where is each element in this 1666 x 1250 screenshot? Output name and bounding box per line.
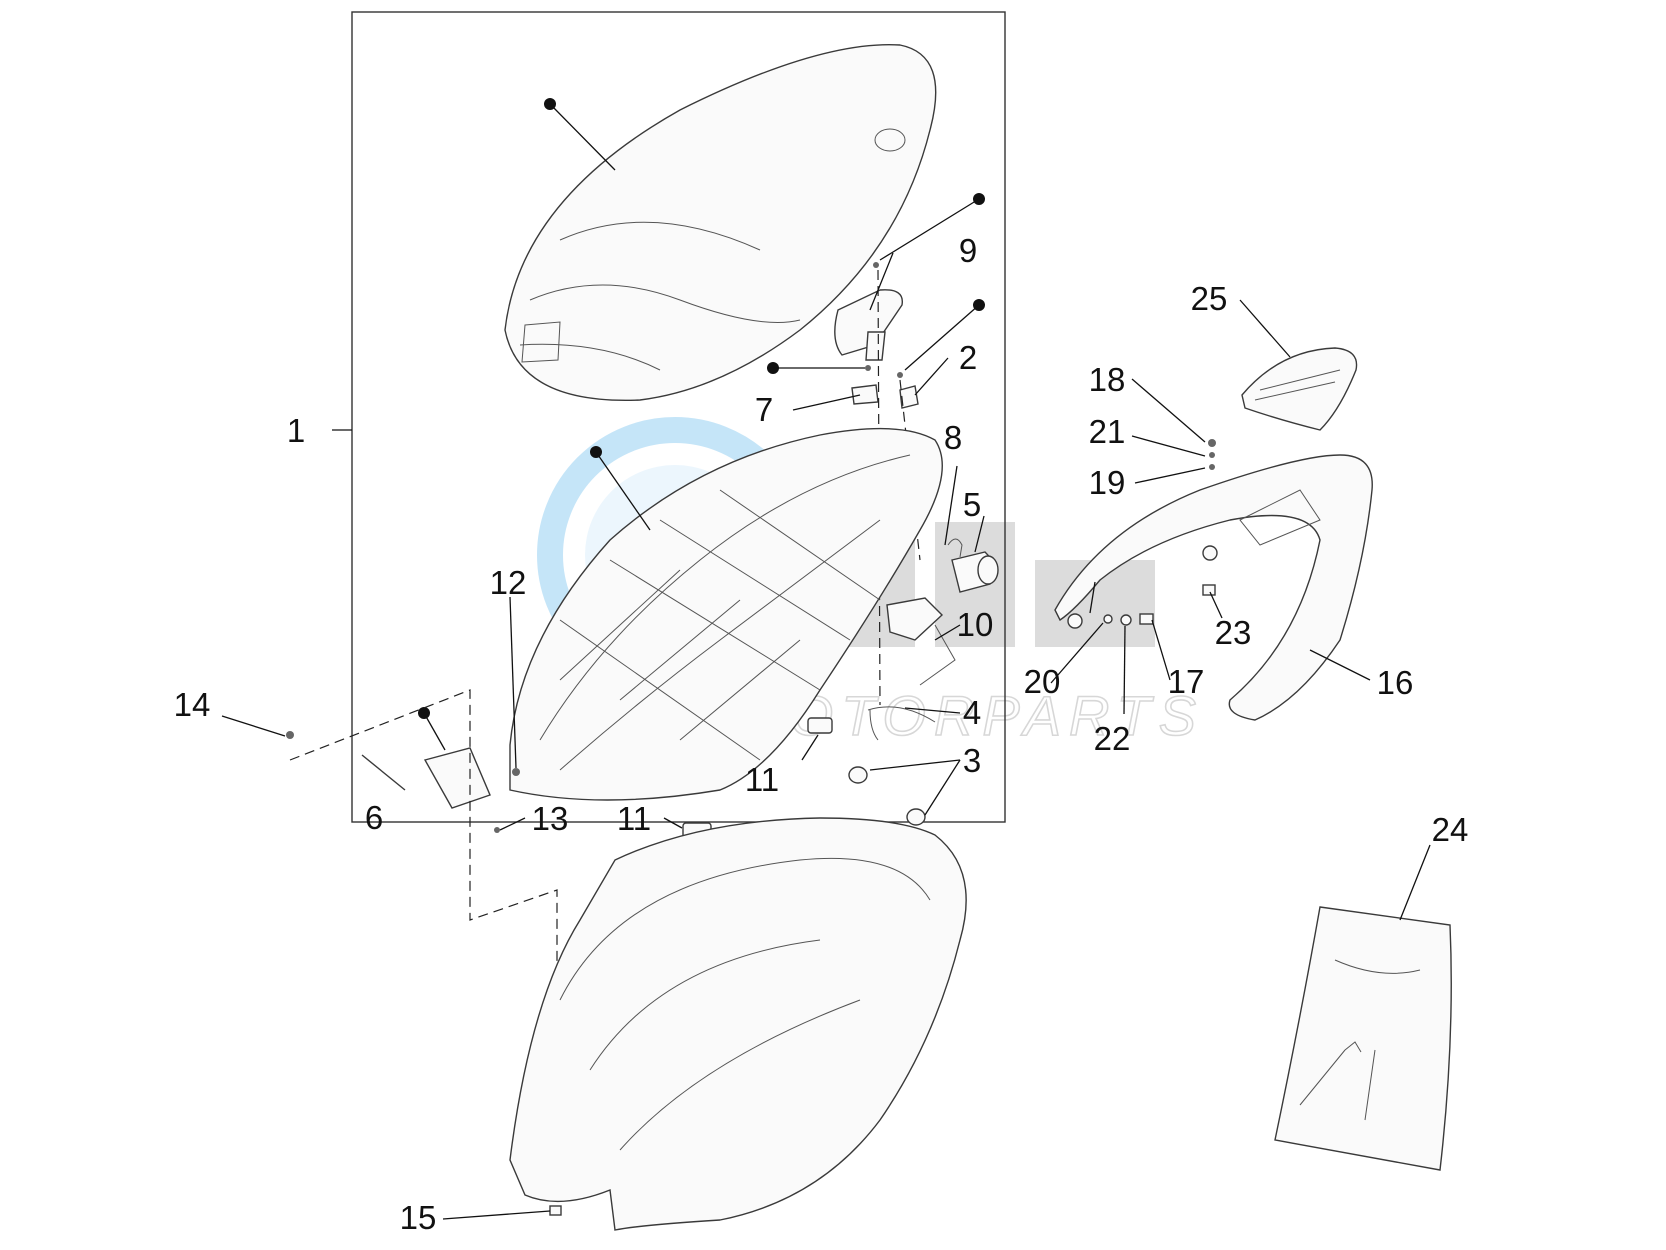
- callout-7: 7: [755, 391, 773, 428]
- seat-hinge-cover: [834, 289, 904, 361]
- seat-hinge-bracket: [851, 384, 919, 409]
- callout-15: 15: [400, 1199, 437, 1236]
- callout-10: 10: [957, 606, 994, 643]
- callout-18: 18: [1089, 361, 1126, 398]
- seat-rear-hook: [867, 706, 936, 741]
- callout-4: 4: [963, 694, 981, 731]
- tool-kit-bag: [1274, 906, 1452, 1171]
- callout-8: 8: [944, 419, 962, 456]
- callout-19: 19: [1089, 464, 1126, 501]
- seat-assembly-frame: [351, 11, 1006, 823]
- callout-labels: 1 2 3 4 5 6 7 8 9 10 11 11 12 13 14 15 1…: [174, 232, 1469, 1236]
- seat: [504, 43, 937, 402]
- callout-25: 25: [1191, 280, 1228, 317]
- callout-2: 2: [959, 339, 977, 376]
- callout-11a: 11: [745, 761, 779, 798]
- helmet-compartment: [509, 817, 967, 1231]
- callout-20: 20: [1024, 663, 1061, 700]
- callout-11b: 11: [617, 800, 651, 837]
- callout-6: 6: [365, 799, 383, 836]
- callout-14: 14: [174, 686, 211, 723]
- callout-3: 3: [963, 742, 981, 779]
- callout-21: 21: [1089, 413, 1126, 450]
- hook-pin: [947, 538, 963, 558]
- leader-lines: [221, 252, 1431, 1220]
- seat-rear-hook-assembly: [361, 707, 520, 833]
- callout-16: 16: [1377, 664, 1414, 701]
- callout-17: 17: [1168, 663, 1205, 700]
- callout-9: 9: [959, 232, 977, 269]
- callout-1: 1: [287, 412, 305, 449]
- callout-22: 22: [1094, 720, 1131, 757]
- callout-12: 12: [490, 564, 527, 601]
- lock-cylinder: [951, 551, 999, 593]
- passenger-backrest: [1241, 347, 1358, 431]
- callout-24: 24: [1432, 811, 1469, 848]
- callout-5: 5: [963, 486, 981, 523]
- seat-underpan: [509, 427, 943, 801]
- rear-rack: [1054, 454, 1373, 721]
- callout-23: 23: [1215, 614, 1252, 651]
- callout-13: 13: [532, 800, 569, 837]
- rack-nut: [1202, 584, 1216, 596]
